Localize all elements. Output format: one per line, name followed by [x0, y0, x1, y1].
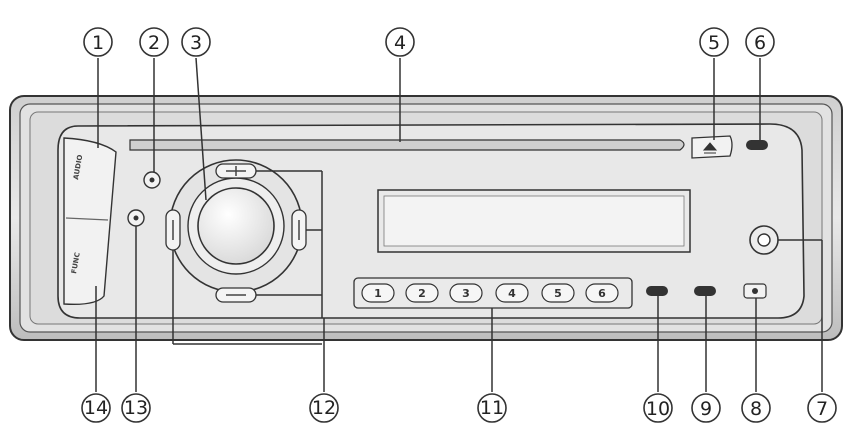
svg-text:5: 5	[708, 32, 720, 54]
callout-10: 10	[643, 393, 673, 423]
func-button-label[interactable]: FUNC	[70, 252, 82, 275]
callout-14: 14	[81, 393, 111, 423]
arrow-up-icon	[226, 166, 246, 176]
svg-text:3: 3	[190, 32, 202, 54]
callouts: 1 2 3 4 5 6 7 8	[81, 27, 837, 423]
svg-text:4: 4	[394, 32, 406, 54]
callout-7: 7	[807, 393, 837, 423]
svg-text:4: 4	[508, 287, 516, 300]
svg-text:1: 1	[92, 32, 104, 54]
svg-text:5: 5	[554, 287, 562, 300]
svg-text:13: 13	[124, 397, 148, 419]
callout-11: 11	[477, 393, 507, 423]
callout-5: 5	[699, 27, 729, 57]
svg-text:7: 7	[816, 398, 828, 420]
aux-jack-inner	[757, 233, 771, 247]
callout-9: 9	[691, 393, 721, 423]
multi-control-knob[interactable]	[197, 187, 275, 265]
svg-text:14: 14	[84, 397, 108, 419]
eject-icon	[702, 142, 718, 154]
preset-button-3[interactable]: 3	[449, 283, 483, 303]
callout-8: 8	[741, 393, 771, 423]
button-10[interactable]	[646, 286, 668, 296]
svg-text:9: 9	[700, 398, 712, 420]
preset-button-2[interactable]: 2	[405, 283, 439, 303]
button-8-dot	[752, 288, 758, 294]
leader-lines	[95, 57, 823, 392]
button-9[interactable]	[694, 286, 716, 296]
svg-text:11: 11	[480, 397, 504, 419]
svg-text:3: 3	[462, 287, 470, 300]
preset-buttons: 1 2 3 4 5 6	[361, 283, 619, 303]
strip-divider	[65, 217, 109, 221]
preset-button-1[interactable]: 1	[361, 283, 395, 303]
display-inner	[383, 195, 685, 247]
left-control-strip	[63, 137, 117, 306]
button-6[interactable]	[746, 140, 768, 150]
svg-text:10: 10	[646, 398, 670, 420]
svg-text:1: 1	[374, 287, 382, 300]
callout-4: 4	[385, 27, 415, 57]
callout-1: 1	[83, 27, 113, 57]
preset-button-5[interactable]: 5	[541, 283, 575, 303]
svg-text:6: 6	[754, 32, 766, 54]
callout-12: 12	[309, 393, 339, 423]
small-button-2-dot	[149, 177, 155, 183]
svg-text:12: 12	[312, 397, 336, 419]
callout-13: 13	[121, 393, 151, 423]
callout-2: 2	[139, 27, 169, 57]
preset-button-4[interactable]: 4	[495, 283, 529, 303]
svg-text:2: 2	[418, 287, 426, 300]
svg-text:8: 8	[750, 398, 762, 420]
disc-slot	[129, 139, 685, 151]
preset-button-6[interactable]: 6	[585, 283, 619, 303]
svg-text:6: 6	[598, 287, 606, 300]
callout-6: 6	[745, 27, 775, 57]
callout-3: 3	[181, 27, 211, 57]
small-button-13-dot	[133, 215, 139, 221]
svg-text:2: 2	[148, 32, 160, 54]
